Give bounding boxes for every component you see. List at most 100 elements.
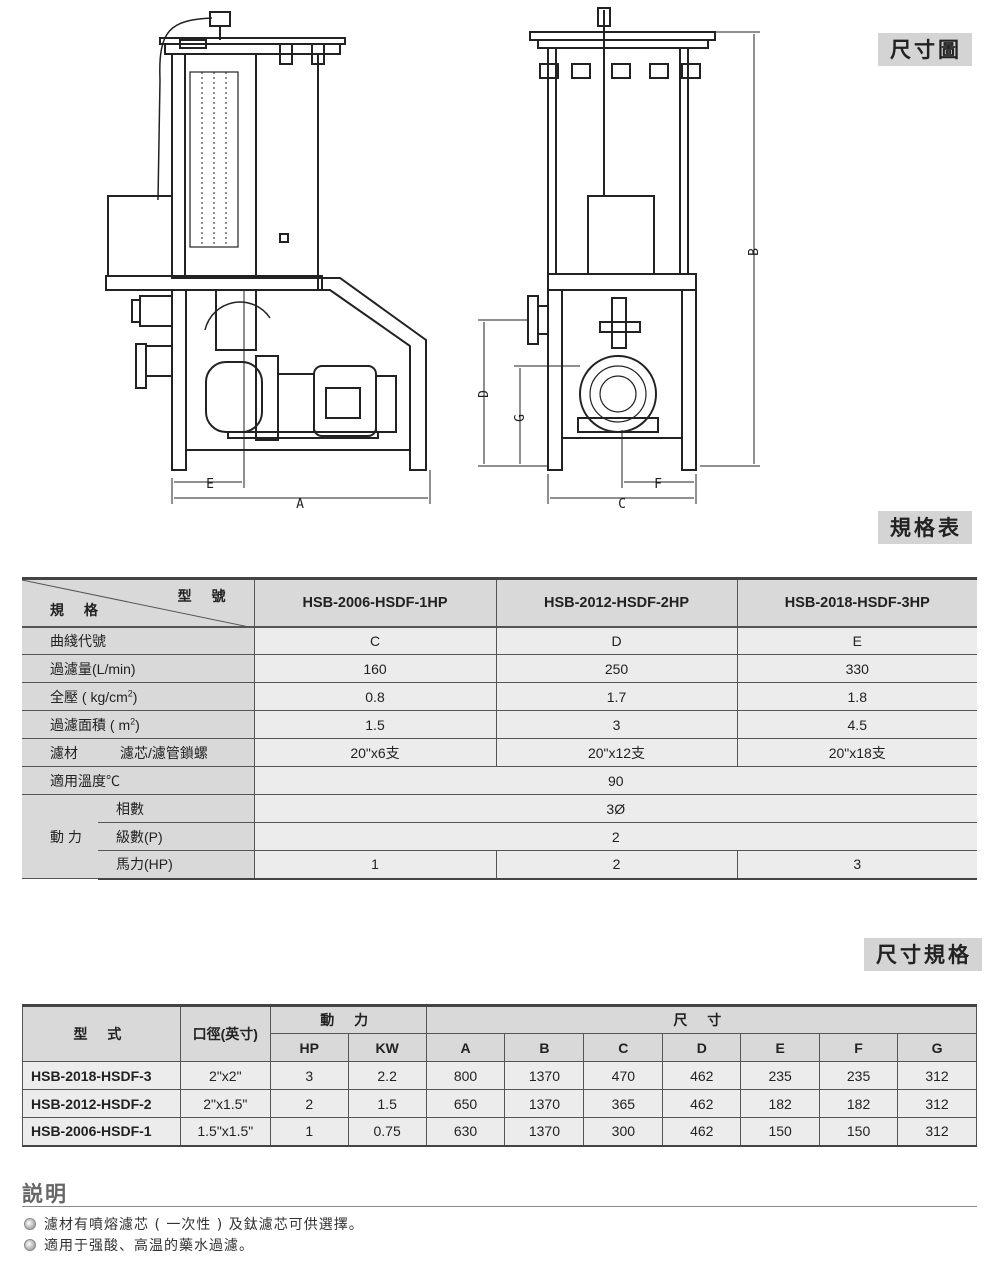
cell: 90 xyxy=(253,766,977,795)
header-letter: G xyxy=(897,1033,977,1062)
cell: 182 xyxy=(740,1089,821,1118)
cell: 630 xyxy=(425,1117,506,1147)
corner-diagonal xyxy=(22,580,254,628)
corner-model-label: 型 號 xyxy=(177,588,234,604)
header-hp: HP xyxy=(269,1033,349,1062)
model-header: HSB-2012-HSDF-2HP xyxy=(495,577,737,628)
spec-row-flow: 過濾量(L/min) 160 250 330 xyxy=(22,654,977,683)
bullet-icon xyxy=(24,1218,36,1230)
note-item: 濾材有噴熔濾芯 ( 一次性 ) 及鈦濾芯可供選擇。 xyxy=(24,1214,364,1234)
cell: 2 xyxy=(269,1089,349,1118)
dim-header-row-2: HP KW A B C D E F G xyxy=(23,1033,977,1062)
dimension-drawing-heading: 尺寸圖 xyxy=(878,33,972,66)
cell: 1.5 xyxy=(253,710,496,739)
header-letter: E xyxy=(740,1033,821,1062)
spec-row-media: 濾材 濾芯/濾管鎖螺 20"x6支 20"x12支 20"x18支 xyxy=(22,738,977,767)
row-label: 過濾面積 ( m2) xyxy=(22,710,254,739)
cell: 0.8 xyxy=(253,682,496,711)
cell: 20"x6支 xyxy=(253,738,496,767)
spec-row-phase: 動 力 相數 3Ø xyxy=(22,794,977,879)
row-label: 適用溫度℃ xyxy=(22,766,254,795)
spec-row-area: 過濾面積 ( m2) 1.5 3 4.5 xyxy=(22,710,977,739)
row-label: 曲綫代號 xyxy=(22,626,254,655)
cell: 462 xyxy=(662,1061,742,1090)
header-letter: F xyxy=(819,1033,899,1062)
spec-header-row: 型 號 規 格 HSB-2006-HSDF-1HP HSB-2012-HSDF-… xyxy=(22,577,977,628)
cell: 3 xyxy=(736,850,977,880)
spec-row-poles: 級數(P) 2 xyxy=(22,822,977,851)
cell: 150 xyxy=(819,1117,899,1147)
cell: 3 xyxy=(269,1061,349,1090)
notes-divider xyxy=(22,1206,977,1207)
row-sublabel: 馬力(HP) xyxy=(98,850,254,880)
cell: 250 xyxy=(495,654,737,683)
row-label: 全壓 ( kg/cm2) xyxy=(22,682,254,711)
cell: 650 xyxy=(425,1089,506,1118)
header-letter: C xyxy=(583,1033,664,1062)
cell: 1.5 xyxy=(347,1089,427,1118)
spec-row-curve: 曲綫代號 C D E xyxy=(22,626,977,655)
dim-label-f: F xyxy=(654,477,662,492)
row-sublabel: 相數 xyxy=(98,794,254,823)
row-sublabel: 濾芯/濾管鎖螺 xyxy=(98,738,254,767)
cell: 312 xyxy=(897,1061,977,1090)
cell: 235 xyxy=(740,1061,821,1090)
spec-table: 型 號 規 格 HSB-2006-HSDF-1HP HSB-2012-HSDF-… xyxy=(22,577,977,880)
note-text: 濾材有噴熔濾芯 ( 一次性 ) 及鈦濾芯可供選擇。 xyxy=(44,1217,364,1233)
dimension-lines xyxy=(171,31,760,504)
row-model: HSB-2006-HSDF-1 xyxy=(22,1117,181,1147)
dim-label-b: B xyxy=(747,248,762,256)
note-text: 適用于强酸、高温的藥水過濾。 xyxy=(44,1238,254,1254)
model-header: HSB-2006-HSDF-1HP xyxy=(253,577,496,628)
cell: 462 xyxy=(662,1117,742,1147)
cell: 3Ø xyxy=(253,794,977,823)
note-item: 適用于强酸、高温的藥水過濾。 xyxy=(24,1235,254,1255)
row-model: HSB-2012-HSDF-2 xyxy=(22,1089,181,1118)
dimension-spec-heading: 尺寸規格 xyxy=(864,938,982,971)
row-label-power: 動 力 xyxy=(22,794,98,879)
header-letter: A xyxy=(425,1033,506,1062)
notes-heading: 説明 xyxy=(22,1182,68,1206)
table-row: HSB-2006-HSDF-1 1.5"x1.5" 1 0.75 630 137… xyxy=(22,1117,977,1147)
cell: 800 xyxy=(425,1061,506,1090)
cell: 235 xyxy=(819,1061,899,1090)
cell: 2 xyxy=(253,822,977,851)
model-header: HSB-2018-HSDF-3HP xyxy=(736,577,977,628)
row-label: 過濾量(L/min) xyxy=(22,654,254,683)
cell: 470 xyxy=(583,1061,664,1090)
cell: 1.5"x1.5" xyxy=(179,1117,271,1147)
cell: 1.8 xyxy=(736,682,977,711)
dimension-drawing: A E C F B D G xyxy=(105,7,762,510)
header-bore: 口徑(英寸) xyxy=(179,1004,271,1062)
cell: 312 xyxy=(897,1117,977,1147)
cell: C xyxy=(253,626,496,655)
cell: 2 xyxy=(495,850,737,880)
dim-label-g: G xyxy=(513,414,528,422)
cell: 20"x18支 xyxy=(736,738,977,767)
header-letter: B xyxy=(504,1033,585,1062)
cell: 20"x12支 xyxy=(495,738,737,767)
spec-corner-cell: 型 號 規 格 xyxy=(22,577,254,628)
row-sublabel: 級數(P) xyxy=(98,822,254,851)
cell: 462 xyxy=(662,1089,742,1118)
corner-spec-label: 規 格 xyxy=(50,601,106,618)
cell: 160 xyxy=(253,654,496,683)
header-kw: KW xyxy=(347,1033,427,1062)
cell: D xyxy=(495,626,737,655)
cell: 1370 xyxy=(504,1061,585,1090)
header-size: 尺 寸 xyxy=(425,1004,978,1034)
header-power: 動 力 xyxy=(269,1004,427,1034)
bullet-icon xyxy=(24,1239,36,1251)
table-row: HSB-2018-HSDF-3 2"x2" 3 2.2 800 1370 470… xyxy=(22,1061,977,1090)
dim-label-e: E xyxy=(206,477,214,492)
cell: 1.7 xyxy=(495,682,737,711)
dim-label-d: D xyxy=(477,390,492,398)
cell: E xyxy=(736,626,977,655)
cell: 1370 xyxy=(504,1117,585,1147)
spec-row-temp: 適用溫度℃ 90 xyxy=(22,766,977,795)
cell: 150 xyxy=(740,1117,821,1147)
cell: 1370 xyxy=(504,1089,585,1118)
row-label: 濾材 xyxy=(22,738,98,767)
side-view xyxy=(105,11,427,471)
cell: 2"x2" xyxy=(179,1061,271,1090)
